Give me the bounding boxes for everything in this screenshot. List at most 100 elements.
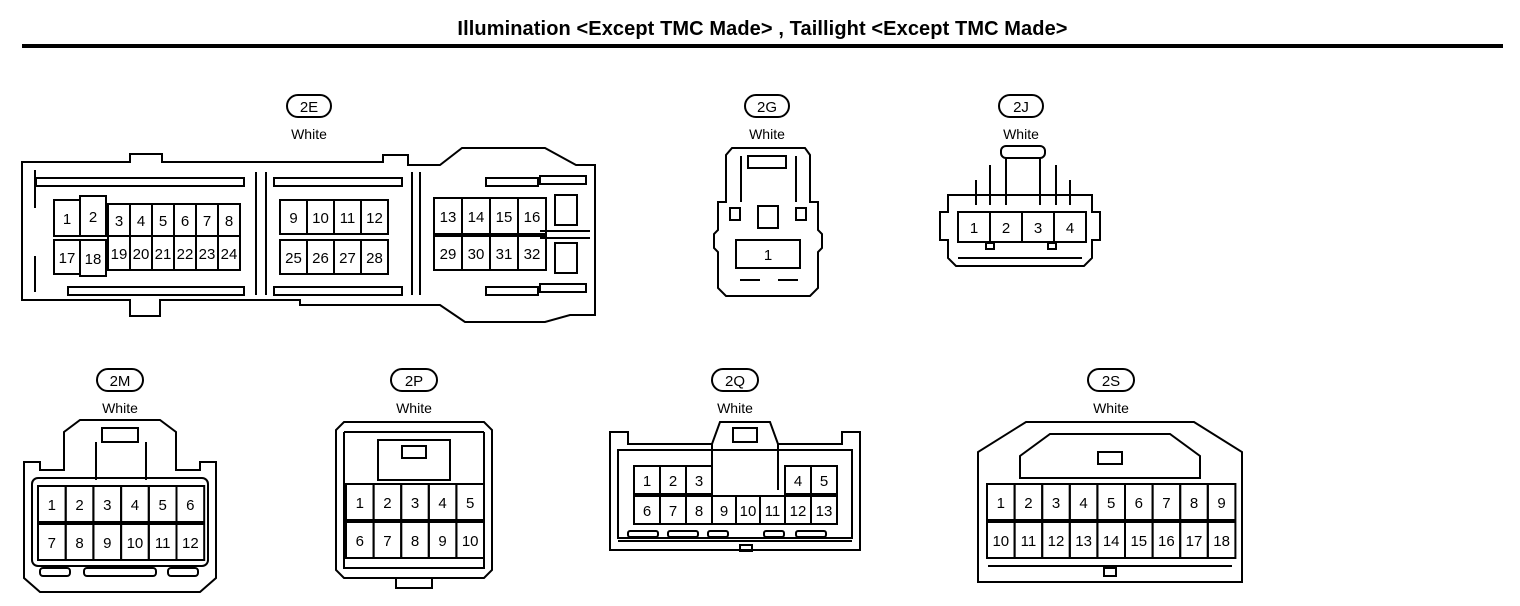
connector-2Q-pin-11: 11 [759, 495, 786, 525]
connector-2S-pin-3: 3 [1041, 483, 1071, 521]
connector-2E-pin-29: 29 [433, 235, 463, 271]
pin-cell [517, 235, 547, 271]
connector-2M-id: 2M [110, 373, 131, 390]
pin-number: 17 [1186, 533, 1203, 550]
pin-number: 1 [764, 247, 772, 264]
pin-cell [79, 195, 107, 237]
pin-number: 1 [970, 220, 978, 237]
connector-2E-pin-9: 9 [279, 199, 308, 235]
connector-2J-pin-4: 4 [1053, 211, 1087, 243]
pin-number: 6 [186, 497, 194, 514]
connector-2E-pin-7: 7 [195, 203, 219, 237]
title-rule [22, 44, 1503, 48]
connector-2G-color: White [749, 126, 785, 142]
diagram-title: Illumination <Except TMC Made> , Taillig… [457, 18, 1068, 40]
connector-2J: 2J White [939, 94, 1101, 267]
pin-number: 7 [203, 213, 211, 230]
connector-2Q: 2Q White [609, 368, 861, 552]
pin-number: 19 [111, 246, 128, 263]
connector-2Q-pin-7: 7 [659, 495, 687, 525]
pin-number: 7 [1162, 495, 1170, 512]
connector-2G-pin-1: 1 [735, 239, 801, 269]
pin-number: 10 [127, 535, 144, 552]
connector-2E-pin-25: 25 [279, 239, 308, 275]
pin-number: 12 [1048, 533, 1065, 550]
connector-2E-pin-17: 17 [53, 239, 81, 275]
pin-cell [455, 521, 485, 559]
connector-2J-pin-2: 2 [989, 211, 1023, 243]
connector-2M-tag-oval [96, 368, 144, 392]
connector-2M-pin-8: 8 [64, 523, 95, 561]
pin-number: 25 [285, 250, 302, 267]
pin-number: 4 [1079, 495, 1087, 512]
connector-2S-id: 2S [1102, 373, 1120, 390]
pin-number: 10 [312, 210, 329, 227]
connector-2Q-pin-10: 10 [735, 495, 761, 525]
pin-number: 2 [1024, 495, 1032, 512]
pin-number: 1 [997, 495, 1005, 512]
connector-2J-housing [939, 145, 1101, 267]
connector-2P-pin-5: 5 [455, 483, 485, 521]
connector-2E-pin-32: 32 [517, 235, 547, 271]
connector-2G-tag-oval [744, 94, 790, 118]
connector-2E-pin-30: 30 [461, 235, 491, 271]
connector-2E-pin-11: 11 [333, 199, 362, 235]
connector-2S-pin-1: 1 [986, 483, 1016, 521]
connector-2S-pin-17: 17 [1179, 521, 1209, 559]
pin-number: 9 [720, 503, 728, 520]
pin-number: 13 [816, 503, 833, 520]
pin-number: 27 [339, 250, 356, 267]
pin-number: 1 [356, 495, 364, 512]
pin-number: 2 [89, 209, 97, 226]
pin-number: 3 [1052, 495, 1060, 512]
connector-2E-pin-16: 16 [517, 197, 547, 235]
pin-number: 13 [440, 209, 457, 226]
pin-number: 6 [356, 533, 364, 550]
connector-2G-id: 2G [757, 99, 777, 116]
connector-2M-color: White [102, 400, 138, 416]
pin-number: 24 [221, 246, 238, 263]
pin-number: 9 [438, 533, 446, 550]
connector-2M-pin-2: 2 [64, 485, 95, 523]
pin-cell [175, 485, 206, 523]
connector-2S-housing [977, 421, 1243, 583]
connector-2S-pin-4: 4 [1068, 483, 1099, 521]
pin-number: 20 [133, 246, 150, 263]
connector-2M-pin-1: 1 [37, 485, 67, 523]
connector-2P-color: White [396, 400, 432, 416]
pin-cell [1206, 483, 1237, 521]
pin-cell [810, 465, 838, 495]
pin-number: 9 [289, 210, 297, 227]
pin-number: 12 [366, 210, 383, 227]
connector-2G-housing [713, 147, 823, 297]
connector-2M-pin-10: 10 [120, 523, 150, 561]
connector-2S-pin-2: 2 [1013, 483, 1044, 521]
pin-number: 2 [75, 497, 83, 514]
connector-2S-pin-12: 12 [1041, 521, 1071, 559]
connector-2E-pin-27: 27 [333, 239, 362, 275]
connector-2Q-pin-1: 1 [633, 465, 661, 495]
connector-2S-pin-15: 15 [1124, 521, 1154, 559]
connector-2Q-pin-3: 3 [685, 465, 713, 495]
connector-2P-pin-1: 1 [345, 483, 375, 521]
pin-number: 15 [1130, 533, 1147, 550]
pin-number: 12 [790, 503, 807, 520]
connector-2S-pin-10: 10 [986, 521, 1016, 559]
pin-number: 7 [48, 535, 56, 552]
connector-2S-pin-5: 5 [1096, 483, 1127, 521]
connector-2E-pin-8: 8 [217, 203, 241, 237]
connector-2E-pin-12: 12 [360, 199, 389, 235]
connector-2E-color: White [291, 126, 327, 142]
connector-2P-pin-7: 7 [372, 521, 403, 559]
pin-number: 4 [438, 495, 446, 512]
connector-2J-pin-3: 3 [1021, 211, 1055, 243]
connector-2Q-housing [609, 421, 861, 552]
connector-2E-pin-20: 20 [129, 235, 153, 271]
connector-2E-pin-31: 31 [489, 235, 519, 271]
pin-number: 8 [411, 533, 419, 550]
connector-2J-color: White [1003, 126, 1039, 142]
connector-2P-pin-4: 4 [427, 483, 458, 521]
connector-2E-pin-19: 19 [107, 235, 131, 271]
